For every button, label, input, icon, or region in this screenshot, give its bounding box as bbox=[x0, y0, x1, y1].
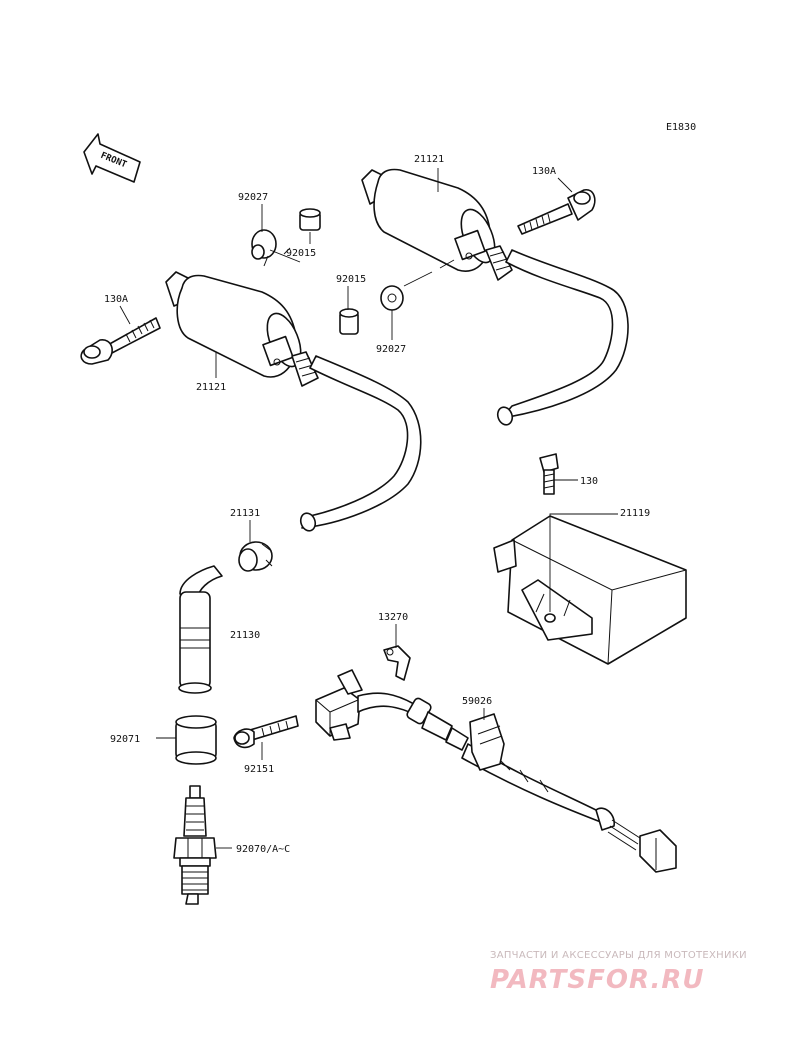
callout-21121-top: 21121 bbox=[414, 154, 444, 165]
bolt-130a-right bbox=[517, 189, 596, 235]
screw-92151 bbox=[233, 715, 299, 749]
callout-21131: 21131 bbox=[230, 508, 260, 519]
callout-92151: 92151 bbox=[244, 764, 274, 775]
ignition-coil-right bbox=[361, 168, 629, 426]
bracket-13270 bbox=[383, 645, 411, 681]
collar-92015-mid bbox=[339, 308, 359, 335]
callout-92015-top: 92015 bbox=[286, 248, 316, 259]
watermark-tagline: ЗАПЧАСТИ И АКСЕССУАРЫ ДЛЯ МОТОТЕХНИКИ bbox=[490, 950, 747, 961]
callouts: 21121 130A 92027 92015 92015 92027 130A … bbox=[104, 154, 650, 855]
front-arrow-icon: FRONT bbox=[83, 133, 141, 183]
bolt-130 bbox=[539, 453, 559, 495]
callout-21130: 21130 bbox=[230, 630, 260, 641]
callout-13270: 13270 bbox=[378, 612, 408, 623]
cap-92027-mid bbox=[380, 285, 404, 311]
callout-21121-left: 21121 bbox=[196, 382, 226, 393]
pickup-sensor bbox=[315, 669, 469, 751]
callout-21119: 21119 bbox=[620, 508, 650, 519]
callout-130: 130 bbox=[580, 476, 598, 487]
ignition-coil-left bbox=[165, 271, 422, 532]
diagram-code: E1830 bbox=[666, 122, 696, 133]
igniter-unit bbox=[493, 515, 687, 665]
callout-92070: 92070/A~C bbox=[236, 844, 290, 855]
spark-plug-92070 bbox=[173, 785, 217, 905]
seal-92071 bbox=[175, 715, 217, 765]
callout-92027-mid: 92027 bbox=[376, 344, 406, 355]
cap-21131 bbox=[238, 541, 273, 572]
callout-130a-top: 130A bbox=[532, 166, 556, 177]
callout-92071: 92071 bbox=[110, 734, 140, 745]
callout-130a-left: 130A bbox=[104, 294, 128, 305]
callout-92027-top: 92027 bbox=[238, 192, 268, 203]
cap-92027-top bbox=[251, 229, 277, 267]
plug-cap-21130 bbox=[178, 565, 223, 694]
callout-59026: 59026 bbox=[462, 696, 492, 707]
clamp-59026 bbox=[469, 713, 505, 771]
bolt-130a-left bbox=[80, 317, 161, 365]
watermark-logo: PARTSFOR.RU bbox=[490, 965, 705, 995]
callout-92015-mid: 92015 bbox=[336, 274, 366, 285]
collar-92015-top bbox=[299, 208, 321, 231]
